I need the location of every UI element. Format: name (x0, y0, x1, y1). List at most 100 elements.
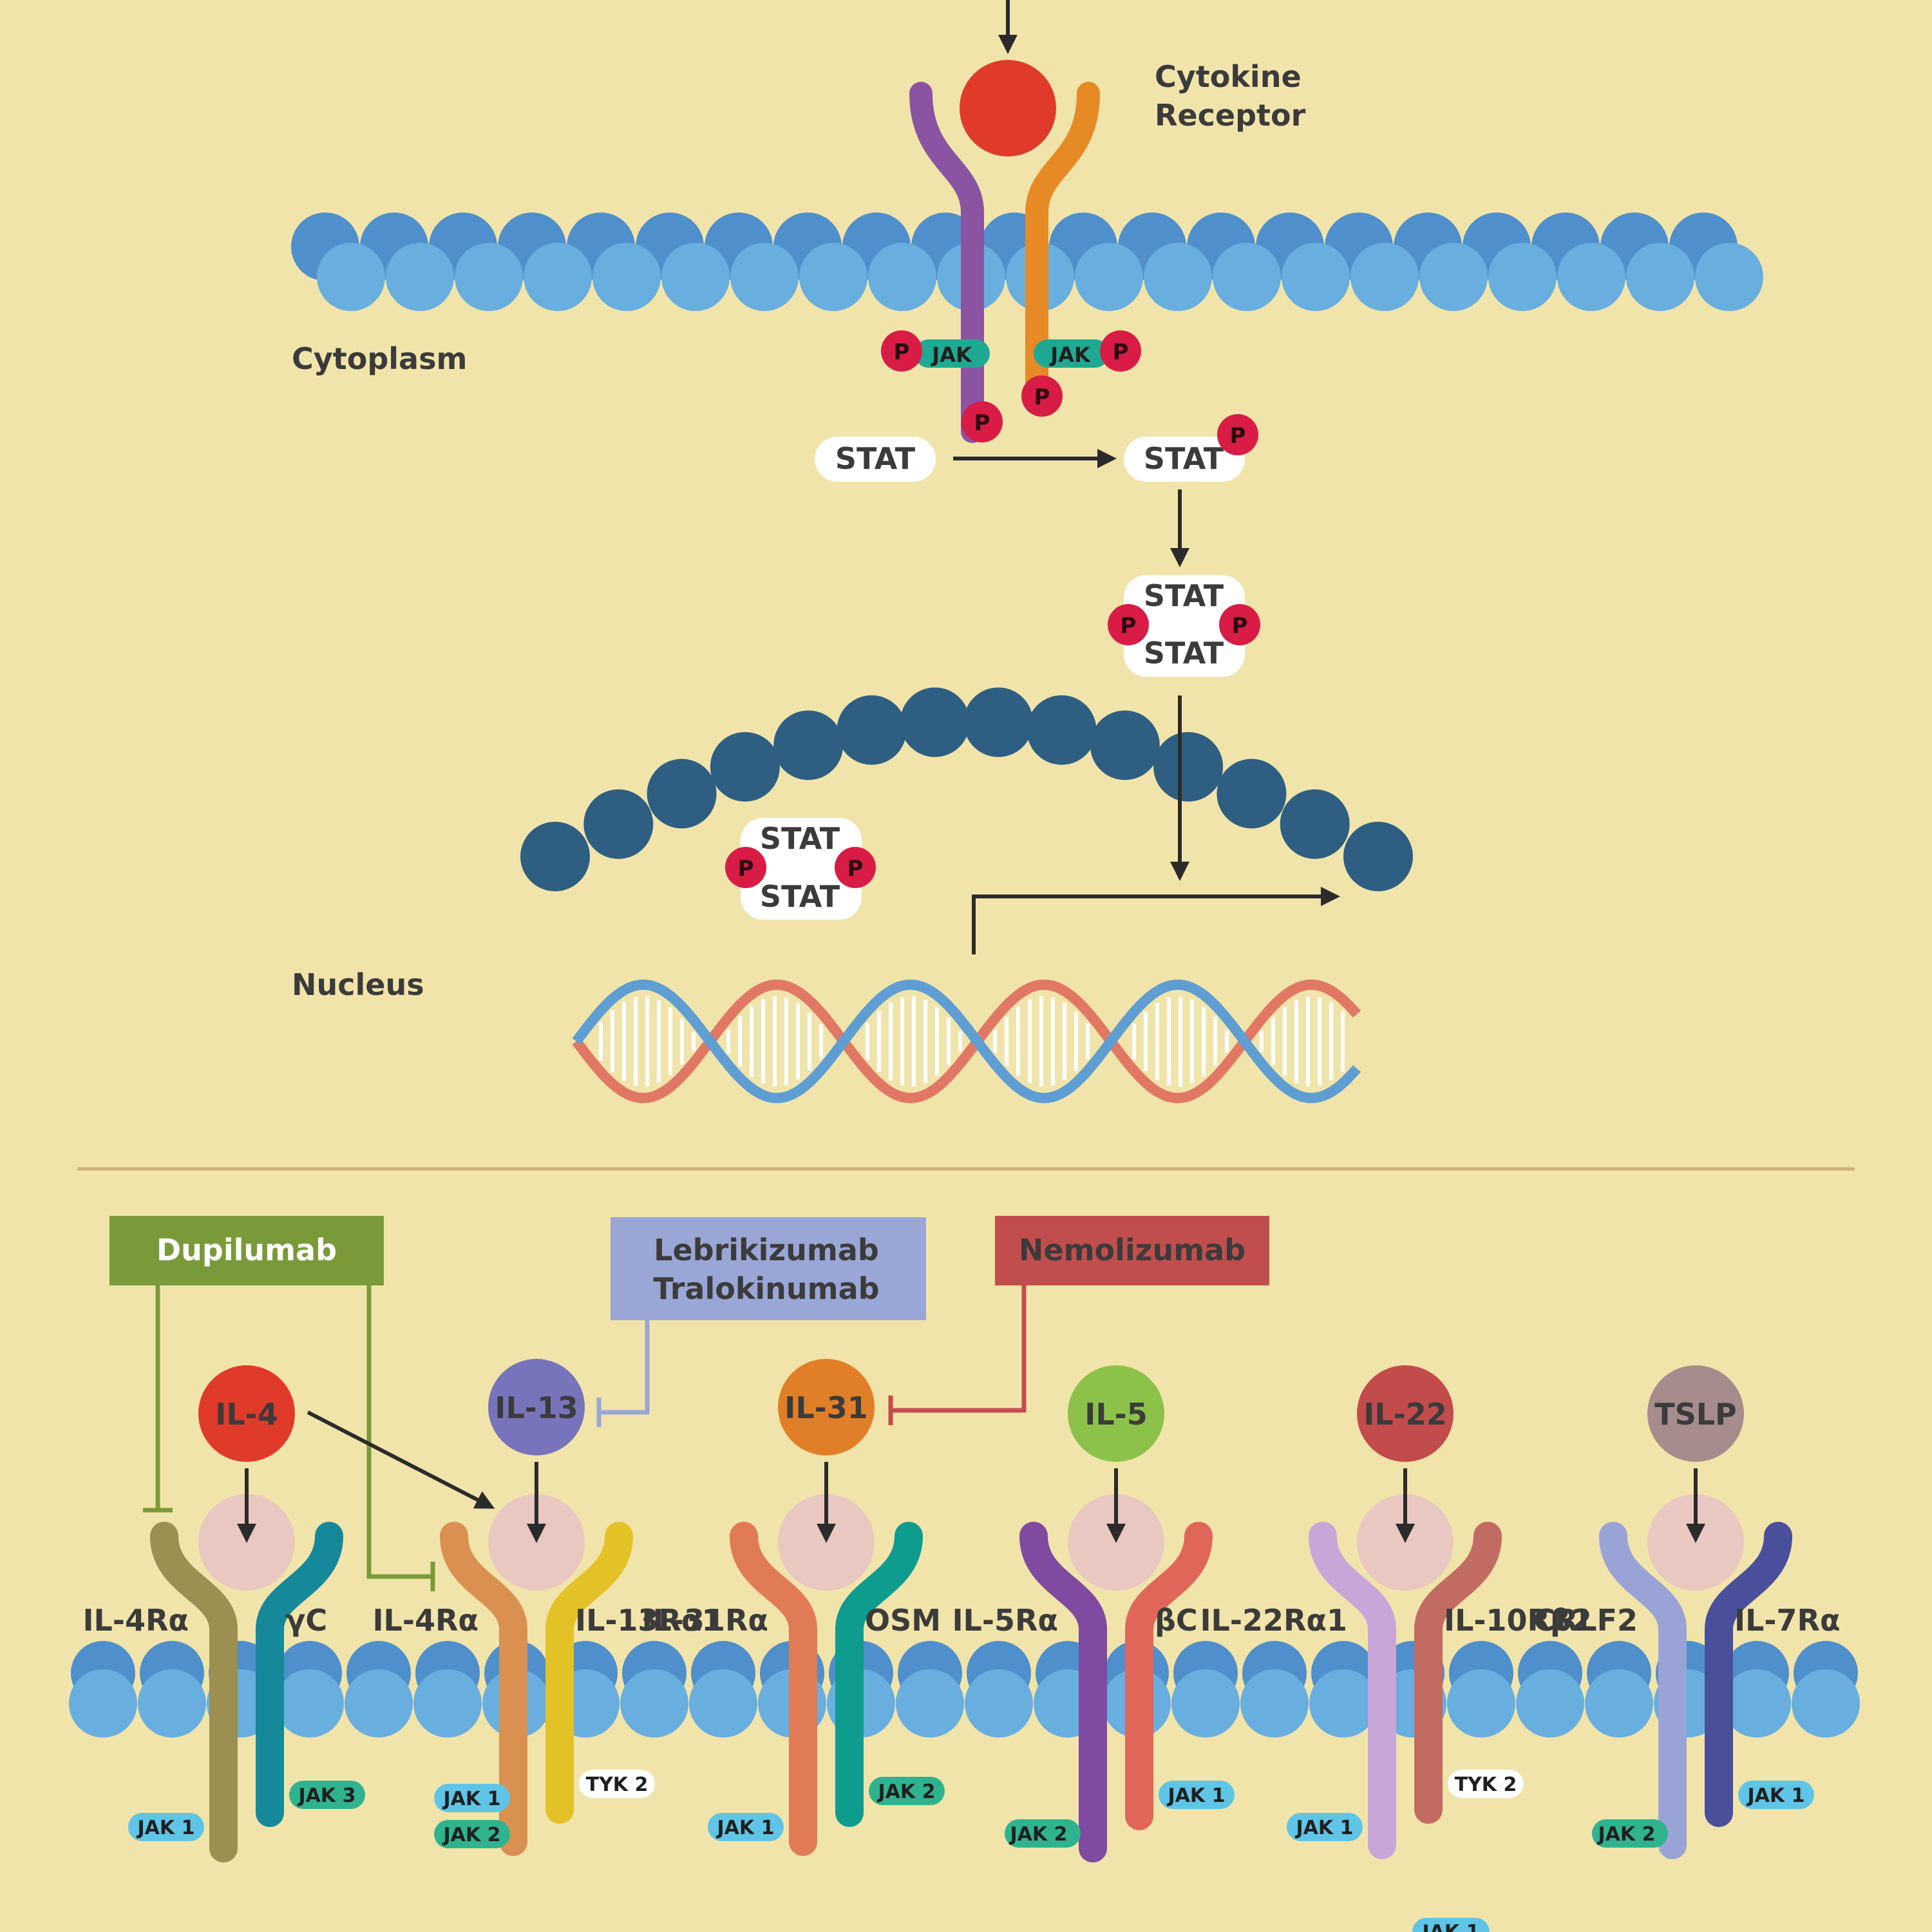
nuclear-bead (1027, 695, 1097, 765)
receptor-chain-right (1025, 82, 1100, 398)
cytokine-receptor-label-1: Cytokine (1155, 59, 1302, 94)
receptor-subunit-label-right: βC (1155, 1603, 1198, 1638)
svg-text:P: P (894, 339, 910, 365)
cytokine-label: IL-4 (215, 1397, 278, 1432)
cytokine-label: IL-5 (1084, 1397, 1148, 1432)
receptor-chain-left (1019, 1522, 1107, 1862)
receptor-subunit-label-right: IL-10Rβ2 (1444, 1603, 1592, 1638)
receptor-chain-right (545, 1522, 633, 1824)
membrane-bead (689, 1669, 757, 1738)
kinase-badge-label: JAK 1 (1295, 1817, 1354, 1839)
membrane-bead (413, 1669, 482, 1738)
membrane-bead (1240, 1669, 1309, 1738)
stat-phosphorylated (1124, 437, 1245, 482)
svg-text:P: P (1034, 384, 1050, 410)
membrane-bead (1075, 243, 1143, 311)
membrane-bead (1626, 243, 1694, 311)
membrane-bead (1723, 1669, 1791, 1738)
cytokine-label: IL-13 (495, 1390, 578, 1425)
stat-phosphorylated-label: STAT (1144, 441, 1224, 476)
nuclear-bead (773, 710, 844, 781)
membrane-bead (1792, 1669, 1860, 1738)
receptor-chain-right (1705, 1522, 1792, 1827)
receptor-subunit-label-right: IL-7Rα (1734, 1603, 1841, 1638)
kinase-badge-label: JAK 1 (716, 1817, 775, 1839)
kinase-badge (289, 1781, 365, 1809)
jak-badge-left-label: JAK (931, 343, 972, 367)
membrane-bead (455, 243, 523, 311)
phospho-group: P (881, 330, 922, 372)
dna-double-helix (572, 979, 1361, 1104)
membrane-bead (317, 243, 385, 311)
receptor-chain-left (1599, 1522, 1687, 1859)
kinase-badge (1287, 1813, 1363, 1841)
svg-text:P: P (738, 856, 754, 882)
nucleus-label: Nucleus (292, 967, 424, 1002)
membrane-bead (1516, 1669, 1584, 1738)
membrane-bead (138, 1669, 206, 1738)
nuclear-envelope (520, 687, 1413, 891)
stat-inactive (815, 437, 936, 482)
receptor-chain-right (1414, 1522, 1502, 1824)
svg-text:STAT: STAT (760, 821, 840, 856)
svg-text:P: P (848, 856, 864, 882)
jak-badge-left (914, 339, 990, 368)
membrane-bead (868, 243, 936, 311)
kinase-badge-label: JAK 1 (1167, 1785, 1226, 1807)
phospho-group: P (1021, 375, 1063, 417)
phospho-group: P (1100, 330, 1141, 372)
membrane-bead (69, 1669, 137, 1738)
membrane-bead (1144, 243, 1212, 311)
receptor-chain-right (1125, 1522, 1213, 1830)
svg-text:STAT: STAT (1144, 636, 1224, 670)
svg-text:P: P (974, 410, 990, 436)
cytokine-label: IL-31 (784, 1390, 868, 1425)
nuclear-bead (647, 759, 717, 829)
stat-dimer: STAT STAT P P (1108, 575, 1260, 677)
lebrikizumab-label: Lebrikizumab (654, 1233, 879, 1267)
kinase-badge (1448, 1770, 1524, 1798)
membrane-bead (1350, 243, 1419, 311)
nemolizumab-inhibition-line (891, 1285, 1027, 1413)
jak-badge-right-label: JAK (1049, 343, 1091, 367)
stat-inactive-label: STAT (835, 441, 916, 476)
cytokine-il-31 (778, 1359, 875, 1455)
membrane-bead (1419, 243, 1488, 311)
receptor-subunit-label-left: IL-4Rα (82, 1603, 189, 1638)
lebrikizumab-tralokinumab-box (611, 1217, 926, 1320)
nuclear-bead (1280, 789, 1350, 859)
receptor-subunit-label-left: IL-31Rα (641, 1603, 768, 1638)
membrane-bead (592, 243, 661, 311)
membrane-bead (1309, 1669, 1378, 1738)
receptor-subunit-label-left: IL-5Rα (952, 1603, 1058, 1638)
dupilumab-label: Dupilumab (156, 1233, 337, 1267)
membrane-bead (1171, 1669, 1240, 1738)
kinase-badge (1592, 1819, 1668, 1848)
cytokine-label: IL-22 (1363, 1397, 1447, 1432)
svg-text:STAT: STAT (1144, 578, 1224, 613)
membrane-bead (1585, 1669, 1653, 1738)
receptor-subunit-label-right: IL-13Rα1 (575, 1603, 723, 1638)
membrane-bead (1447, 1669, 1515, 1738)
svg-text:P: P (1121, 613, 1137, 639)
lebrikizumab-inhibition-line (599, 1320, 650, 1415)
phospho-group: P (1217, 414, 1258, 455)
kinase-badge-label: JAK 1 (1747, 1785, 1805, 1807)
receptor-chain-left (440, 1522, 527, 1856)
cytokine-ligand (960, 60, 1056, 156)
membrane-bead (276, 1669, 344, 1738)
nuclear-bead (963, 687, 1034, 757)
svg-text:P: P (1232, 613, 1248, 639)
membrane-bead (1557, 243, 1625, 311)
cytoplasm-label: Cytoplasm (292, 341, 467, 376)
kinase-badge-label: JAK 2 (1597, 1823, 1656, 1846)
membrane-bead (1282, 243, 1350, 311)
receptor-chain-left (150, 1522, 238, 1862)
kinase-badge (708, 1813, 784, 1841)
dupilumab-inhibition-line-2 (366, 1285, 433, 1579)
